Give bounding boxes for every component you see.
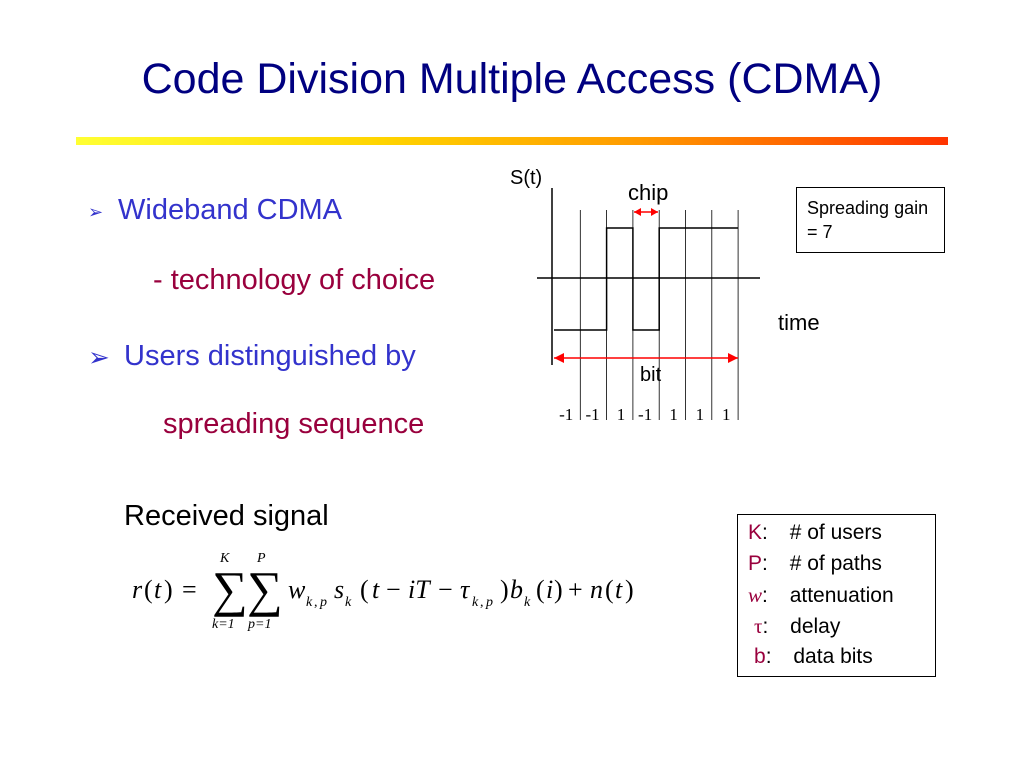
bullet-arrow-icon: ➢ bbox=[88, 202, 104, 222]
sum1-lower: k=1 bbox=[212, 617, 235, 632]
svg-text:): ) bbox=[554, 575, 563, 604]
chip-value-label: -1 bbox=[585, 405, 599, 424]
chip-arrow-right-icon bbox=[651, 208, 658, 216]
chip-value-label: 1 bbox=[617, 405, 626, 424]
svg-text:,: , bbox=[314, 595, 318, 610]
title-underline bbox=[76, 137, 948, 145]
bullet-sub-spreading-sequence: spreading sequence bbox=[163, 408, 425, 440]
chip-value-label: 1 bbox=[696, 405, 705, 424]
bit-label: bit bbox=[640, 364, 662, 386]
received-signal-formula: r ( t ) = ∑ K k=1 ∑ P p=1 w k , p s k ( … bbox=[132, 551, 634, 632]
svg-text:k: k bbox=[524, 595, 531, 610]
svg-text:t: t bbox=[615, 575, 623, 604]
chip-value-label: -1 bbox=[559, 405, 573, 424]
svg-text:i: i bbox=[546, 575, 553, 604]
x-axis-label: time bbox=[778, 310, 820, 335]
slide-title: Code Division Multiple Access (CDMA) bbox=[141, 55, 883, 103]
chip-value-label: -1 bbox=[638, 405, 652, 424]
svg-text:k: k bbox=[345, 595, 352, 610]
chip-value-label: 1 bbox=[669, 405, 678, 424]
svg-text:n: n bbox=[590, 575, 603, 604]
spreading-signal bbox=[554, 227, 739, 331]
svg-text:∑: ∑ bbox=[212, 561, 248, 617]
sum2-upper: P bbox=[256, 551, 266, 566]
bullet-wideband-cdma: Wideband CDMA bbox=[118, 194, 343, 226]
spreading-gain-text: Spreading gain = 7 bbox=[807, 198, 929, 242]
symbol-legend: K: # of users P: # of paths w: attenuati… bbox=[737, 514, 936, 677]
sum1-upper: K bbox=[219, 551, 230, 566]
svg-text:r: r bbox=[132, 575, 143, 604]
svg-text:τ: τ bbox=[460, 575, 471, 604]
bullet-users-distinguished: Users distinguished by bbox=[124, 340, 416, 372]
legend-row-k: K: # of users bbox=[748, 521, 882, 544]
y-axis-label: S(t) bbox=[510, 167, 542, 189]
svg-text:=: = bbox=[182, 575, 197, 604]
chip-value-label: 1 bbox=[722, 405, 731, 424]
chip-arrow-left-icon bbox=[634, 208, 641, 216]
svg-text:(: ( bbox=[536, 575, 545, 604]
svg-text:(: ( bbox=[144, 575, 153, 604]
svg-text:p: p bbox=[485, 595, 493, 610]
bit-arrow-left-icon bbox=[554, 353, 564, 363]
legend-row-tau: τ: delay bbox=[754, 614, 841, 638]
svg-text:t: t bbox=[154, 575, 162, 604]
svg-text:k: k bbox=[472, 595, 479, 610]
bit-arrow-right-icon bbox=[728, 353, 738, 363]
svg-text:(: ( bbox=[360, 575, 369, 604]
svg-text:w: w bbox=[288, 575, 306, 604]
svg-text:−: − bbox=[438, 575, 453, 604]
svg-text:+: + bbox=[568, 575, 583, 604]
legend-row-w: w: attenuation bbox=[748, 583, 894, 607]
received-signal-label: Received signal bbox=[124, 500, 329, 532]
legend-row-p: P: # of paths bbox=[748, 552, 882, 575]
svg-text:p: p bbox=[319, 595, 327, 610]
chip-label: chip bbox=[628, 180, 668, 205]
sum2-lower: p=1 bbox=[247, 617, 271, 632]
svg-text:k: k bbox=[306, 595, 313, 610]
spreading-gain-box: Spreading gain = 7 bbox=[796, 187, 945, 253]
bullet-arrow-icon: ➢ bbox=[88, 342, 110, 372]
svg-text:iT: iT bbox=[408, 575, 431, 604]
svg-text:−: − bbox=[386, 575, 401, 604]
svg-text:b: b bbox=[510, 575, 523, 604]
svg-text:t: t bbox=[372, 575, 380, 604]
bullet-sub-technology: - technology of choice bbox=[153, 264, 436, 296]
svg-text:): ) bbox=[500, 575, 509, 604]
svg-text:(: ( bbox=[605, 575, 614, 604]
svg-text:∑: ∑ bbox=[247, 561, 283, 617]
legend-row-b: b: data bits bbox=[754, 645, 873, 668]
svg-text:s: s bbox=[334, 575, 344, 604]
svg-text:,: , bbox=[480, 595, 484, 610]
svg-text:): ) bbox=[625, 575, 634, 604]
svg-text:): ) bbox=[164, 575, 173, 604]
